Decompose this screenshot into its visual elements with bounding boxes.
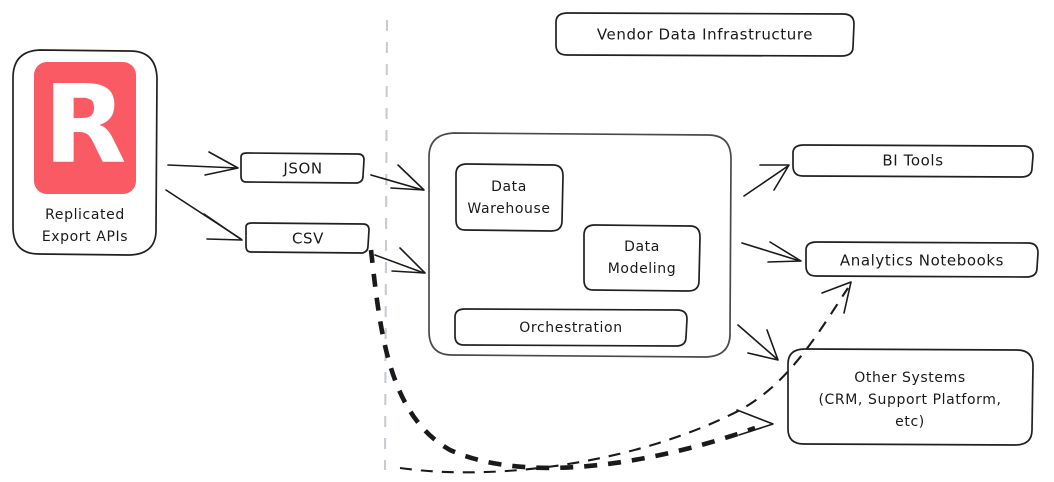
arrow-vendor-infra-to-analytics-notebooks [741,241,802,263]
dashed-flow-csv-to-other-systems [368,249,774,471]
bi-tools-label: BI Tools [882,152,943,170]
orchestration-node[interactable]: Orchestration [454,308,688,347]
arrow-vendor-infra-to-other-systems [737,324,779,361]
title-box [555,12,855,57]
title-box-label: Vendor Data Infrastructure [597,26,813,44]
other-systems-label-line3: etc) [895,414,925,430]
orchestration-box [454,308,688,347]
csv-box [245,222,370,254]
vendor-infrastructure-container: Data Warehouse Data Modeling Orchestrati… [428,132,732,358]
bi-tools-box [792,144,1034,178]
json-box [240,152,365,184]
analytics-notebooks-label: Analytics Notebooks [840,252,1004,270]
replicated-logo-letter: R [43,63,126,188]
data-modeling-label-line2: Modeling [608,261,676,277]
replicated-export-apis-node[interactable]: R Replicated Export APIs [12,49,158,256]
analytics-notebooks-box [805,241,1039,278]
data-warehouse-box [455,163,564,232]
data-modeling-box [583,224,701,292]
format-json-node[interactable]: JSON [240,152,365,184]
json-label: JSON [282,160,322,178]
boundary-divider-line [383,19,389,471]
data-modeling-label-line1: Data [624,239,660,255]
other-systems-box [787,348,1034,446]
orchestration-label: Orchestration [519,320,622,336]
replicated-logo-tile [34,62,136,194]
bi-tools-node[interactable]: BI Tools [792,144,1034,178]
other-systems-label-line2: (CRM, Support Platform, [818,392,1001,408]
data-modeling-node[interactable]: Data Modeling [583,224,701,292]
format-csv-node[interactable]: CSV [245,222,370,254]
dashed-flow-thin-path [399,287,849,474]
arrow-source-to-json [167,151,239,176]
data-warehouse-node[interactable]: Data Warehouse [455,163,564,232]
other-systems-label-line1: Other Systems [854,370,966,386]
analytics-notebooks-node[interactable]: Analytics Notebooks [805,241,1039,278]
data-warehouse-label-line2: Warehouse [467,201,550,217]
dashed-flow-to-analytics-notebooks [399,281,852,474]
arrow-vendor-infra-to-bi-tools [743,164,790,197]
csv-label: CSV [292,230,324,248]
arrow-json-to-vendor-infra [370,164,425,191]
source-node-label-line2: Export APIs [42,229,128,245]
arrow-source-to-csv [165,189,243,241]
other-systems-node[interactable]: Other Systems (CRM, Support Platform, et… [787,348,1034,446]
vendor-data-infrastructure-title-node: Vendor Data Infrastructure [555,12,855,57]
source-node-label-line1: Replicated [45,207,125,223]
arrow-csv-to-vendor-infra [374,247,426,274]
dashed-flow-thick-path [368,249,756,471]
data-warehouse-label-line1: Data [491,179,527,195]
